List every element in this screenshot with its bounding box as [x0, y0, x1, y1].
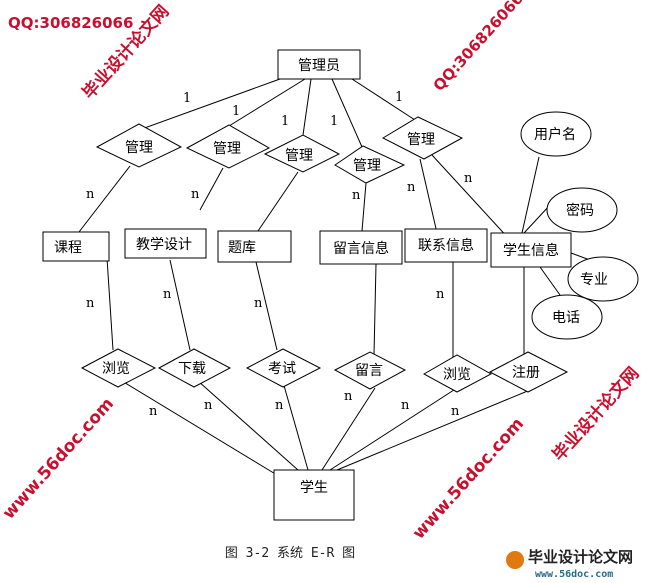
cardinality-label: n: [451, 404, 460, 419]
entity-admin-label: 管理员: [298, 58, 340, 74]
cardinality-label: n: [254, 296, 263, 311]
cardinality-label: n: [352, 188, 361, 203]
entity-bank: 题库: [217, 230, 292, 263]
cardinality-label: n: [163, 287, 172, 302]
connectors: [78, 78, 591, 476]
attribute-username: 用户名: [520, 111, 592, 157]
relation-leave: 留言: [333, 351, 407, 390]
cardinality-labels: 1 1 1 1 1 n n n n n n n n n n n n n n n: [86, 90, 473, 419]
cardinality-label: 1: [183, 91, 191, 106]
watermark-qq: QQ:306826066: [430, 0, 527, 95]
watermark-qq: QQ:306826066: [8, 14, 133, 32]
relation-label: 管理: [285, 148, 313, 164]
relation-manage-4: 管理: [334, 145, 406, 184]
cardinality-label: n: [344, 389, 353, 404]
relation-download: 下载: [157, 348, 232, 388]
cardinality-label: n: [401, 398, 410, 413]
cardinality-label: n: [436, 287, 445, 302]
cardinality-label: 1: [281, 114, 289, 129]
relation-label: 浏览: [443, 367, 471, 383]
cardinality-label: 1: [232, 104, 240, 119]
entity-student-label: 学生: [300, 480, 328, 496]
cardinality-label: 1: [330, 114, 338, 129]
entity-design-label: 教学设计: [136, 237, 192, 253]
entity-student-info: 学生信息: [490, 232, 572, 268]
watermarks: QQ:306826066 毕业设计论文网 QQ:306826066 www.56…: [0, 0, 643, 543]
attribute-phone: 电话: [531, 294, 603, 340]
entity-student-info-label: 学生信息: [503, 242, 559, 259]
relation-browse-1: 浏览: [80, 348, 157, 388]
cardinality-label: n: [275, 398, 284, 413]
relation-label: 浏览: [102, 361, 130, 377]
relation-label: 留言: [355, 363, 383, 379]
entity-course-label: 课程: [54, 240, 82, 256]
relation-label: 注册: [512, 365, 540, 381]
watermark-url: www.56doc.com: [0, 394, 118, 523]
attribute-major: 专业: [567, 256, 639, 302]
entity-contact: 联系信息: [404, 228, 488, 263]
relation-label: 管理: [213, 141, 241, 157]
relation-register: 注册: [488, 351, 569, 393]
logo-icon: [506, 551, 524, 569]
relation-manage-3: 管理: [263, 134, 341, 173]
relation-manage-1: 管理: [95, 123, 183, 168]
entity-contact-label: 联系信息: [418, 237, 474, 254]
entity-course: 课程: [42, 231, 110, 262]
entity-design: 教学设计: [124, 228, 207, 259]
attribute-label: 电话: [552, 310, 580, 326]
cardinality-label: n: [204, 398, 213, 413]
attribute-label: 密码: [566, 202, 594, 219]
attribute-label: 专业: [580, 272, 608, 288]
relation-label: 管理: [125, 140, 153, 156]
cardinality-label: n: [86, 296, 95, 311]
cardinality-label: 1: [395, 90, 403, 105]
attribute-password: 密码: [546, 187, 618, 233]
cardinality-label: n: [149, 404, 158, 419]
relation-exam: 考试: [245, 348, 322, 388]
relation-label: 管理: [407, 132, 435, 148]
entity-student: 学生: [273, 469, 355, 521]
cardinality-label: n: [407, 180, 416, 195]
entity-message: 留言信息: [319, 230, 403, 265]
relation-manage-5: 管理: [381, 116, 464, 160]
relation-label: 下载: [178, 361, 206, 377]
logo-site-name: 毕业设计论文网: [528, 548, 633, 566]
figure-caption: 图 3-2 系统 E-R 图: [225, 546, 355, 561]
relation-browse-2: 浏览: [422, 354, 493, 393]
cardinality-label: n: [464, 171, 473, 186]
entity-message-label: 留言信息: [333, 240, 389, 257]
cardinality-label: n: [191, 187, 200, 202]
logo-url: www.56doc.com: [535, 569, 613, 580]
attribute-label: 用户名: [534, 126, 576, 143]
relation-label: 管理: [353, 158, 381, 174]
watermark-site: 毕业设计论文网: [548, 363, 643, 465]
entity-bank-label: 题库: [228, 240, 256, 256]
watermark-url: www.56doc.com: [409, 414, 528, 543]
entity-admin: 管理员: [277, 49, 361, 80]
site-logo: 毕业设计论文网 www.56doc.com: [506, 548, 633, 580]
relation-label: 考试: [268, 361, 296, 377]
cardinality-label: n: [86, 187, 95, 202]
relation-manage-2: 管理: [185, 124, 271, 169]
